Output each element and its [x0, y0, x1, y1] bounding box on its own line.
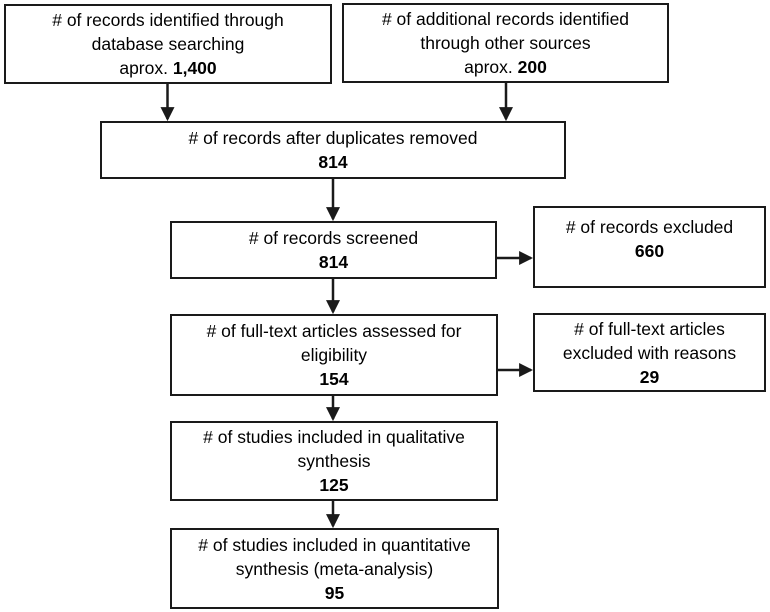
- box-label: # of additional records identified throu…: [381, 9, 630, 53]
- value-prefix: aprox.: [119, 58, 173, 78]
- box-value-line: 814: [318, 150, 347, 174]
- box-count: 1,400: [172, 58, 217, 78]
- box-count: 814: [318, 152, 348, 172]
- box-value-line: 660: [635, 239, 664, 263]
- box-count: 200: [517, 57, 547, 77]
- flow-box-additional-records-other-sources: # of additional records identified throu…: [342, 3, 669, 83]
- flow-box-fulltext-excluded-with-reasons: # of full-text articles excluded with re…: [533, 313, 766, 392]
- box-value-line: 154: [319, 367, 348, 391]
- box-value-line: 95: [325, 581, 344, 605]
- box-value-line: 29: [640, 365, 659, 389]
- box-label: # of records identified through database…: [52, 10, 284, 54]
- box-value-line: 814: [319, 250, 348, 274]
- flow-box-studies-qualitative-synthesis: # of studies included in qualitative syn…: [170, 421, 498, 501]
- box-label: # of records after duplicates removed: [188, 128, 478, 148]
- box-count: 95: [324, 582, 345, 603]
- box-count: 125: [319, 475, 349, 495]
- flow-box-records-identified-database: # of records identified through database…: [4, 4, 332, 84]
- box-value-line: aprox. 1,400: [119, 56, 216, 80]
- flow-box-studies-quantitative-synthesis: # of studies included in quantitative sy…: [170, 528, 499, 609]
- box-value-line: aprox. 200: [464, 55, 547, 79]
- box-count: 660: [634, 241, 665, 261]
- flow-box-records-excluded: # of records excluded 660: [533, 206, 766, 288]
- box-label: # of full-text articles assessed for eli…: [206, 321, 462, 365]
- box-label: # of records screened: [248, 228, 419, 248]
- box-count: 29: [639, 366, 660, 387]
- box-count: 814: [318, 252, 349, 272]
- box-label: # of records excluded: [565, 217, 734, 237]
- flow-box-records-screened: # of records screened 814: [170, 221, 497, 279]
- box-value-line: 125: [319, 473, 348, 497]
- value-prefix: aprox.: [464, 57, 518, 77]
- flow-box-fulltext-assessed-eligibility: # of full-text articles assessed for eli…: [170, 314, 498, 396]
- box-label: # of full-text articles excluded with re…: [562, 318, 737, 363]
- box-count: 154: [319, 369, 349, 389]
- box-label: # of studies included in qualitative syn…: [203, 427, 465, 471]
- flow-box-records-after-duplicates-removed: # of records after duplicates removed 81…: [100, 121, 566, 179]
- box-label: # of studies included in quantitative sy…: [198, 534, 471, 579]
